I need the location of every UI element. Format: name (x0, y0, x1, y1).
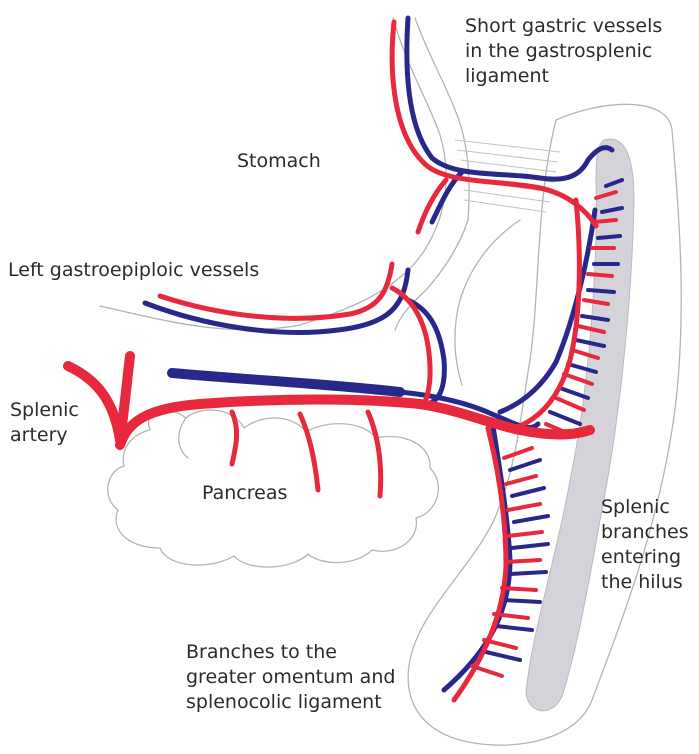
splenic-branches-label: Splenic branches entering the hilus (601, 495, 689, 595)
label-line: branches (601, 520, 689, 545)
omental-vein (444, 420, 510, 690)
label-line: entering (601, 545, 689, 570)
pancreatic-branch-1 (232, 412, 237, 464)
arteries (160, 22, 596, 700)
splenic-vein-thick (172, 373, 400, 392)
label-line: Short gastric vessels (465, 14, 662, 39)
splenic-artery-label: Splenic artery (10, 398, 79, 448)
label-line: Pancreas (202, 481, 287, 506)
label-line: Left gastroepiploic vessels (8, 258, 259, 283)
label-line: in the gastrosplenic (465, 39, 662, 64)
stomach-label: Stomach (237, 149, 321, 174)
label-line: the hilus (601, 570, 689, 595)
label-line: splenocolic ligament (186, 690, 395, 715)
label-line: greater omentum and (186, 665, 395, 690)
pancreas-label: Pancreas (202, 481, 287, 506)
pancreatic-branch-3 (368, 412, 381, 496)
label-line: ligament (465, 64, 662, 89)
label-line: Splenic (601, 495, 689, 520)
stomach-fold-outline (455, 220, 520, 385)
label-line: artery (10, 423, 79, 448)
label-line: Splenic (10, 398, 79, 423)
greater-omentum-label: Branches to the greater omentum and sple… (186, 640, 395, 715)
left-gastroepiploic-label: Left gastroepiploic vessels (8, 258, 259, 283)
veins (145, 18, 612, 690)
pancreas-fold-outline (179, 418, 188, 458)
short-gastric-label: Short gastric vessels in the gastrosplen… (465, 14, 662, 89)
label-line: Branches to the (186, 640, 395, 665)
ligament-outline (415, 18, 469, 220)
label-line: Stomach (237, 149, 321, 174)
pancreatic-branch-2 (300, 414, 318, 490)
splenic-artery (120, 400, 590, 446)
omental-artery (454, 428, 506, 700)
